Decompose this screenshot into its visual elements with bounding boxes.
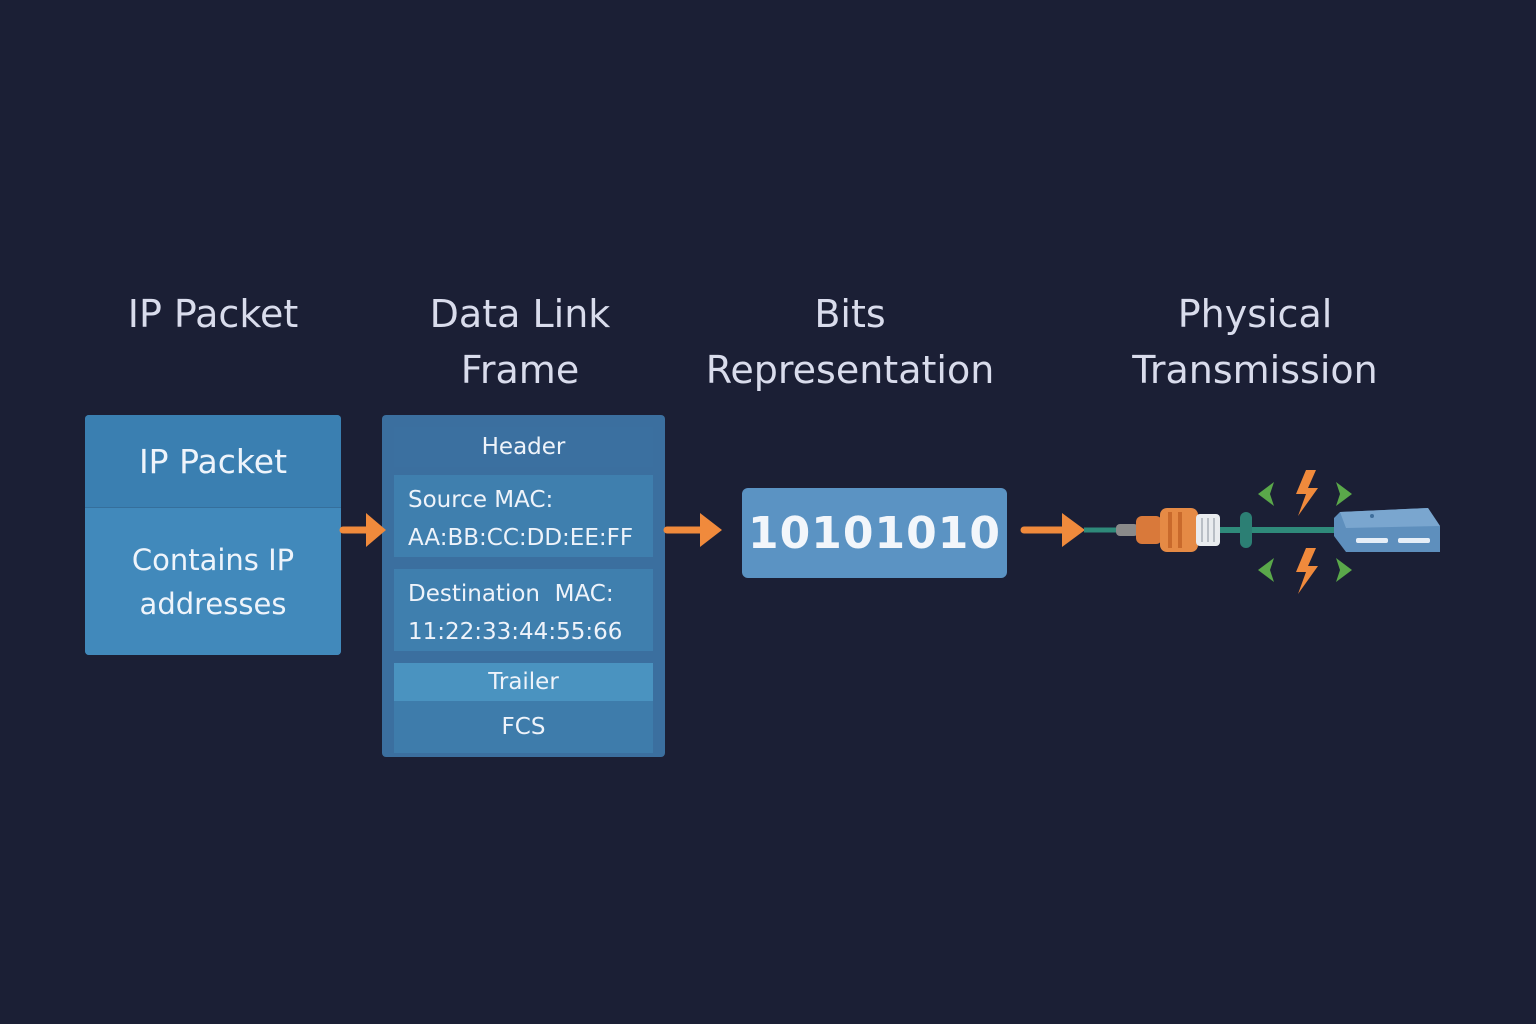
ip-packet-header: IP Packet	[85, 415, 341, 508]
title-line: Physical	[1177, 292, 1333, 336]
destination-mac-label: Destination MAC:	[408, 581, 614, 607]
arrow-right-icon	[339, 513, 386, 547]
source-mac-label: Source MAC:	[408, 487, 554, 513]
title-line: IP Packet	[127, 292, 299, 336]
source-mac-section: Source MAC: AA:BB:CC:DD:EE:FF	[394, 475, 653, 557]
ethernet-connector-icon	[1116, 508, 1220, 552]
network-device-icon	[1334, 508, 1440, 552]
frame-trailer: Trailer	[394, 663, 653, 701]
destination-mac-value: 11:22:33:44:55:66	[408, 619, 623, 645]
ip-packet-box: IP Packet Contains IP addresses	[85, 415, 341, 655]
title-bits-representation: Bits Representation	[690, 286, 1010, 398]
chevron-icon	[1258, 482, 1352, 582]
bits-box: 10101010	[742, 488, 1007, 578]
ip-packet-body: Contains IP addresses	[85, 508, 341, 655]
title-physical-transmission: Physical Transmission	[1110, 286, 1400, 398]
frame-fcs: FCS	[394, 701, 653, 753]
title-line: Transmission	[1132, 348, 1378, 392]
title-line: Bits	[814, 292, 886, 336]
lightning-icon	[1296, 470, 1318, 594]
title-line: Representation	[705, 348, 995, 392]
frame-header: Header	[394, 427, 653, 467]
destination-mac-section: Destination MAC: 11:22:33:44:55:66	[394, 569, 653, 651]
data-link-frame-box: Header Source MAC: AA:BB:CC:DD:EE:FF Des…	[382, 415, 665, 757]
arrow-right-icon	[663, 513, 722, 547]
source-mac-value: AA:BB:CC:DD:EE:FF	[408, 525, 634, 551]
title-line: Data Link	[429, 292, 611, 336]
title-data-link-frame: Data Link Frame	[380, 286, 660, 398]
title-line: Frame	[460, 348, 580, 392]
title-ip-packet: IP Packet	[83, 286, 343, 342]
arrow-right-icon	[1020, 513, 1085, 547]
